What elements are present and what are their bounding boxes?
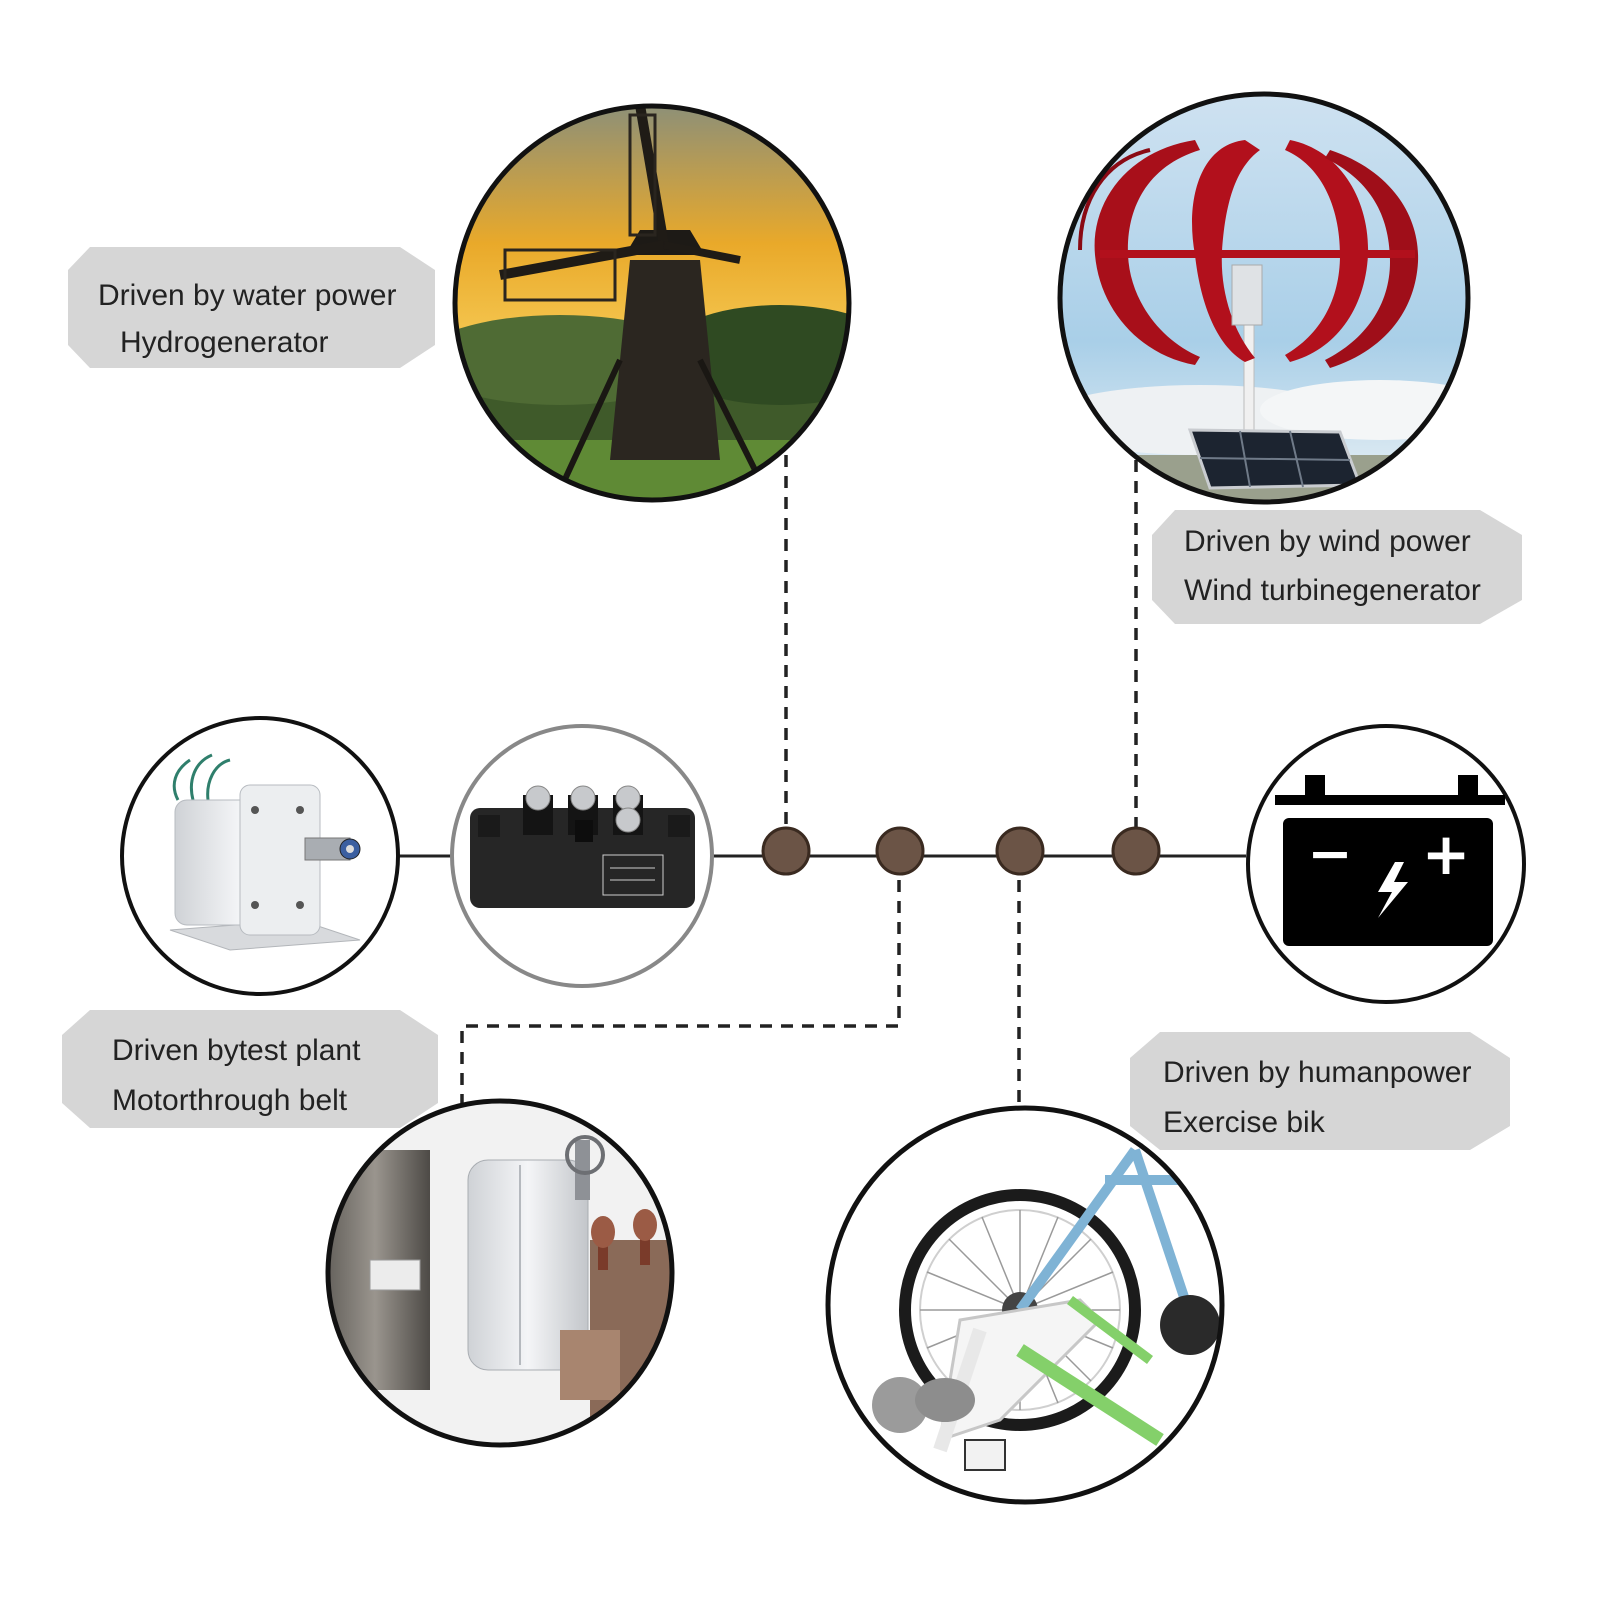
junction-node-water xyxy=(761,826,811,876)
generator-circle-frame xyxy=(120,716,400,996)
wind-label-bg xyxy=(1152,510,1522,624)
rectifier-module-photo xyxy=(450,724,714,988)
rectifier-circle-frame xyxy=(450,724,714,988)
labels: Driven by water power Hydrogenerator Dri… xyxy=(98,279,1481,1139)
exercise-bike-photo xyxy=(825,1105,1225,1505)
human-label-line2: Exercise bik xyxy=(1163,1106,1326,1139)
water-label-line1: Driven by water power xyxy=(98,279,396,312)
test-plant-label-line2: Motorthrough belt xyxy=(112,1084,348,1117)
battery-icon: − + xyxy=(1246,724,1526,1004)
test-plant-label-line1: Driven bytest plant xyxy=(112,1034,361,1067)
test-plant-dashed-link xyxy=(460,880,901,1108)
human-label-bg xyxy=(1130,1032,1510,1150)
vertical-wind-turbine-photo xyxy=(1057,91,1471,505)
water-label-bg xyxy=(68,247,435,368)
battery-plus-sign: + xyxy=(1422,820,1471,888)
test-plant-label-bg xyxy=(62,1010,438,1128)
windmill-photo xyxy=(452,103,852,503)
exercise-bike-circle-frame xyxy=(825,1105,1225,1505)
turbine-circle-frame xyxy=(1057,91,1471,505)
battery-minus-sign: − xyxy=(1307,822,1352,885)
belt-motor-photo xyxy=(325,1098,675,1448)
windmill-circle-frame xyxy=(452,103,852,503)
wind-label-line2: Wind turbinegenerator xyxy=(1184,574,1481,607)
belt-motor-circle-frame xyxy=(325,1098,675,1448)
generator-photo xyxy=(120,716,400,996)
lightning-bolt-icon xyxy=(1378,862,1408,918)
junction-nodes xyxy=(761,826,1161,876)
water-label-line2: Hydrogenerator xyxy=(120,326,328,359)
junction-node-wind xyxy=(1111,826,1161,876)
wind-label-line1: Driven by wind power xyxy=(1184,525,1471,558)
junction-node-human xyxy=(995,826,1045,876)
human-label-line1: Driven by humanpower xyxy=(1163,1056,1471,1089)
junction-node-test-plant xyxy=(875,826,925,876)
